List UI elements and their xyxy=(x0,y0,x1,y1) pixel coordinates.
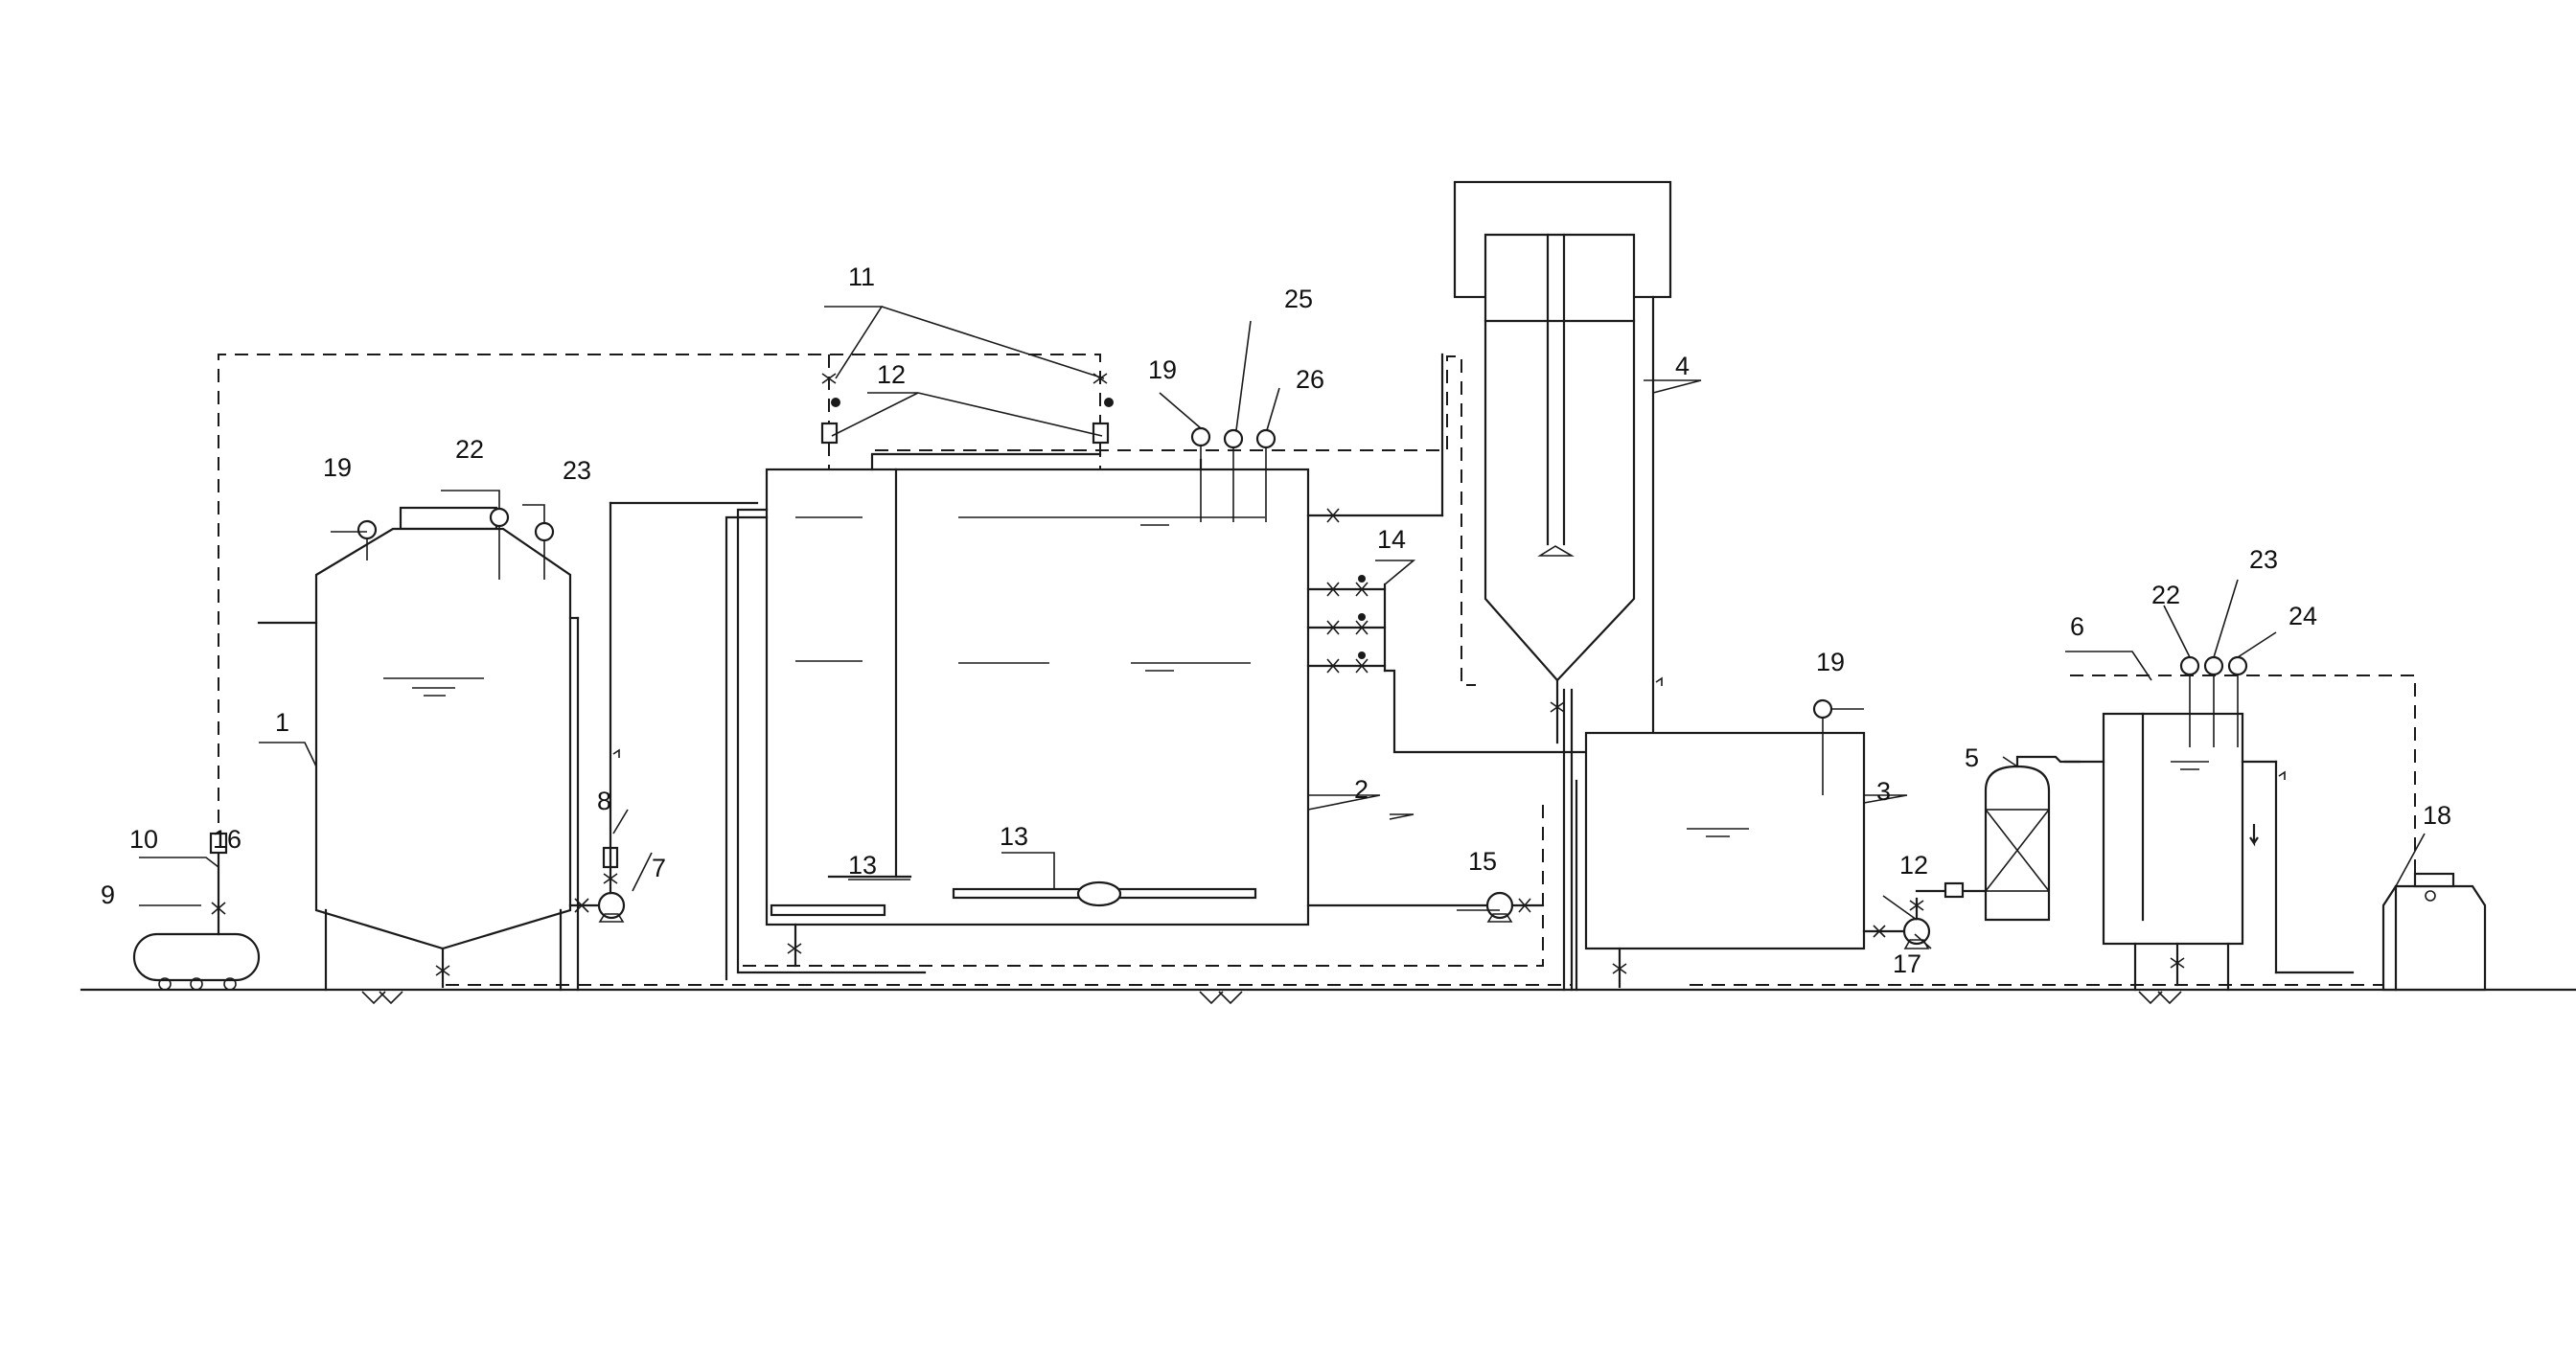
label-23-tank1: 23 xyxy=(563,456,591,485)
air-filter xyxy=(209,832,228,855)
label-2: 2 xyxy=(1354,775,1368,804)
label-19-tank1: 19 xyxy=(323,453,352,482)
label-6: 6 xyxy=(2070,612,2084,641)
gauge-22-tank1 xyxy=(489,507,510,580)
gauge-19-tank1 xyxy=(356,519,378,560)
pump-15 xyxy=(1485,891,1545,923)
tank-6 xyxy=(2063,712,2355,992)
storage-tank-1 xyxy=(257,506,580,992)
pump-17 xyxy=(1902,881,1986,949)
label-26: 26 xyxy=(1296,365,1324,394)
filter-column-5 xyxy=(1984,755,2082,922)
reaction-tank-2 xyxy=(724,353,1487,981)
valve-11-left xyxy=(821,373,840,407)
label-12-right: 12 xyxy=(1899,851,1928,880)
label-10: 10 xyxy=(129,825,158,854)
label-1: 1 xyxy=(275,708,289,737)
gauge-22-tank6 xyxy=(2179,655,2200,747)
label-12-top: 12 xyxy=(877,360,906,389)
label-8: 8 xyxy=(597,787,611,815)
label-9: 9 xyxy=(101,880,115,909)
gauge-26 xyxy=(1255,428,1276,522)
label-4: 4 xyxy=(1675,352,1690,380)
ground-line xyxy=(80,988,2576,1005)
sampling-valves-14 xyxy=(1306,575,1593,754)
valve-16 xyxy=(211,902,226,915)
label-16: 16 xyxy=(213,825,242,854)
pump-7 xyxy=(568,891,626,923)
label-19-tank3: 19 xyxy=(1816,648,1845,676)
label-22-tank6: 22 xyxy=(2151,581,2180,609)
label-23-tank6: 23 xyxy=(2249,545,2278,574)
leader-lines xyxy=(139,306,2426,949)
valve-8 xyxy=(602,501,759,895)
gauge-25 xyxy=(1223,428,1244,522)
label-5: 5 xyxy=(1965,743,1979,772)
label-25: 25 xyxy=(1284,285,1313,313)
label-24: 24 xyxy=(2288,602,2317,630)
air-compressor xyxy=(132,851,261,991)
label-13-left: 13 xyxy=(848,851,877,880)
flowmeter-12-left xyxy=(820,422,839,445)
label-22-tank1: 22 xyxy=(455,435,484,464)
label-13-center: 13 xyxy=(1000,822,1028,851)
tank-3 xyxy=(1575,731,1904,992)
label-14: 14 xyxy=(1377,525,1406,554)
settler-4 xyxy=(1453,180,1672,992)
label-7: 7 xyxy=(652,854,666,882)
label-17: 17 xyxy=(1893,949,1921,978)
label-19-tank2: 19 xyxy=(1148,355,1177,384)
gauge-19-tank2 xyxy=(1190,426,1211,522)
product-tank-18 xyxy=(2381,872,2487,992)
label-18: 18 xyxy=(2423,801,2451,830)
label-15: 15 xyxy=(1468,847,1497,876)
flowmeter-12-right xyxy=(1092,422,1110,445)
label-3: 3 xyxy=(1876,777,1891,806)
label-11: 11 xyxy=(848,263,875,291)
